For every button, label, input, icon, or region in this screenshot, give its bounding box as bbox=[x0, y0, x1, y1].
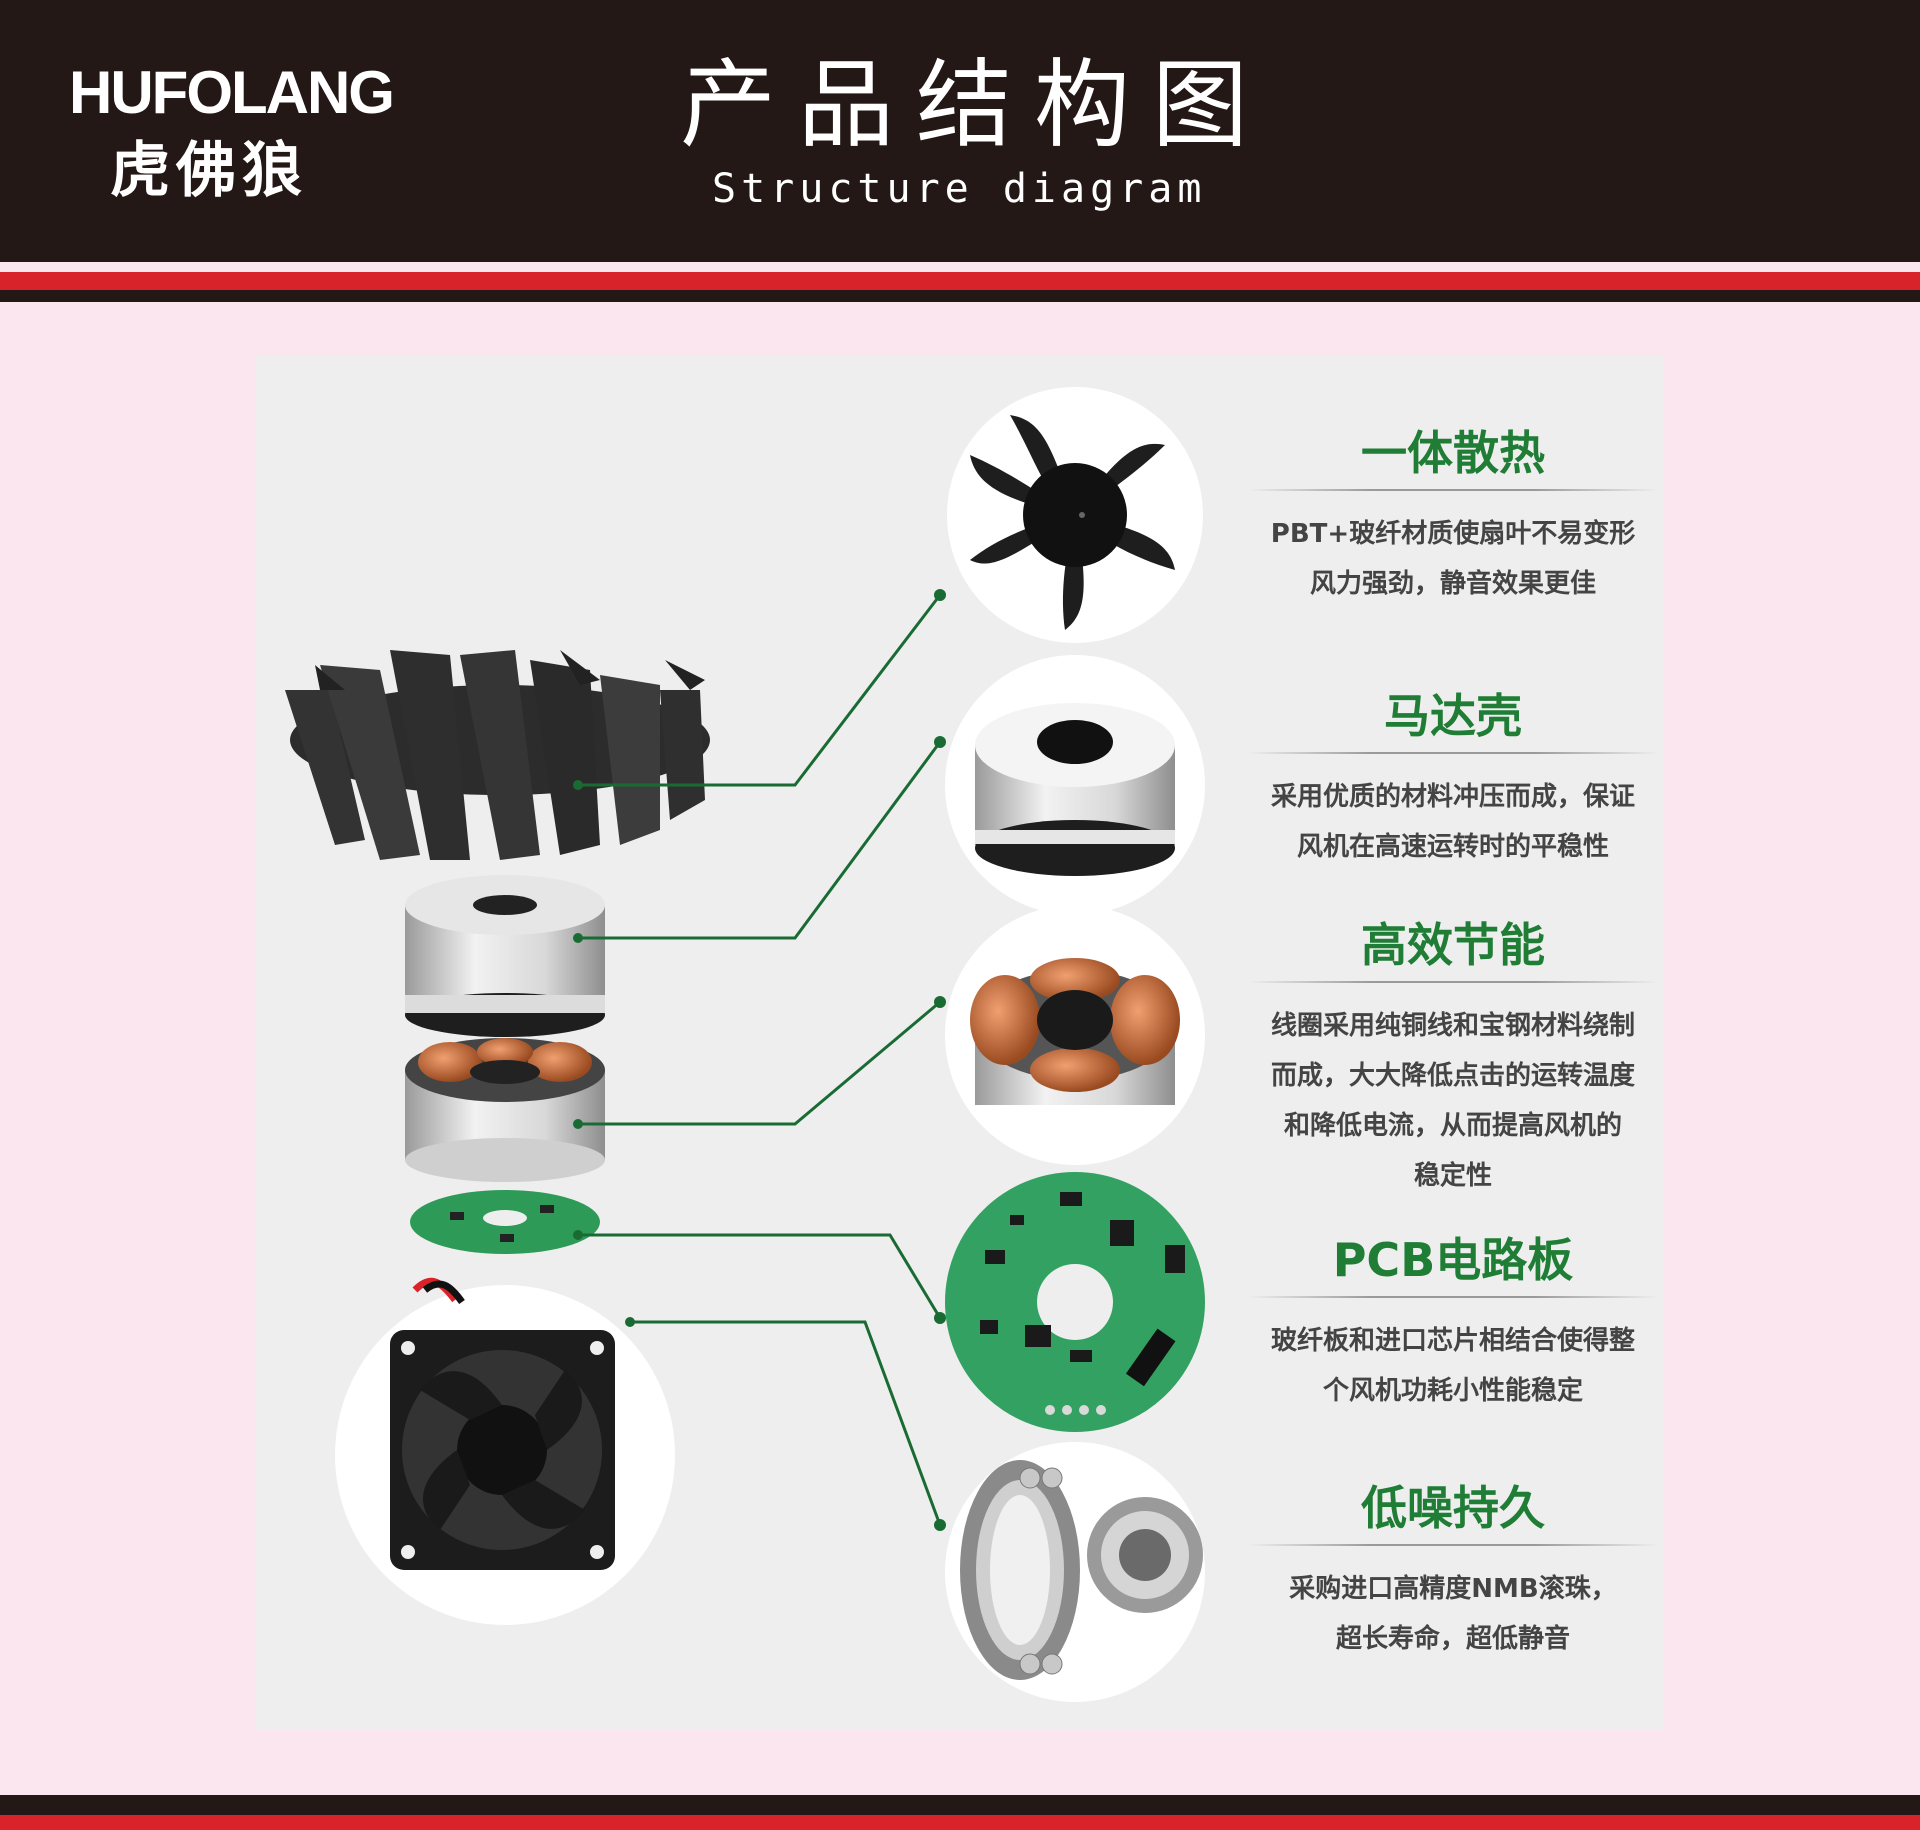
feature-title: PCB电路板 bbox=[1332, 1233, 1574, 1287]
exploded-pcb bbox=[410, 1190, 600, 1254]
feature-title: 马达壳 bbox=[1384, 689, 1522, 743]
feature-desc-line: 采购进口高精度NMB滚珠， bbox=[1289, 1574, 1617, 1604]
exploded-impeller bbox=[285, 650, 710, 860]
feature-cooling: 一体散热 PBT+玻纤材质使扇叶不易变形 风力强劲，静音效果更佳 bbox=[1248, 425, 1658, 609]
feature-divider bbox=[1248, 1296, 1658, 1298]
feature-desc-line: 而成，大大降低点击的运转温度 bbox=[1270, 1061, 1635, 1091]
feature-desc-line: 稳定性 bbox=[1413, 1161, 1492, 1191]
feature-desc-line: 采用优质的材料冲压而成，保证 bbox=[1270, 782, 1635, 812]
feature-title: 低噪持久 bbox=[1361, 1481, 1545, 1535]
feature-desc-line: 风力强劲，静音效果更佳 bbox=[1309, 569, 1596, 599]
feature-desc-line: 超长寿命，超低静音 bbox=[1335, 1624, 1570, 1654]
feature-title: 高效节能 bbox=[1361, 918, 1545, 972]
thumb-ball-bearing bbox=[945, 1442, 1205, 1702]
feature-desc-line: 风机在高速运转时的平稳性 bbox=[1296, 832, 1609, 862]
footer-bar-red bbox=[0, 1815, 1920, 1830]
feature-low-noise: 低噪持久 采购进口高精度NMB滚珠， 超长寿命，超低静音 bbox=[1248, 1480, 1658, 1664]
feature-desc-line: 线圈采用纯铜线和宝钢材料绕制 bbox=[1270, 1011, 1635, 1041]
header-divider-white bbox=[0, 262, 1920, 272]
feature-desc-line: 和降低电流，从而提高风机的 bbox=[1283, 1111, 1622, 1141]
feature-desc-line: 个风机功耗小性能稳定 bbox=[1322, 1376, 1583, 1406]
connector-lines bbox=[578, 594, 942, 1526]
feature-title: 一体散热 bbox=[1361, 426, 1545, 480]
brand-logo-en: HUFOLANG bbox=[69, 59, 395, 126]
assembled-fan bbox=[335, 1277, 675, 1625]
thumb-fan-impeller bbox=[947, 387, 1203, 643]
feature-desc-line: PBT+玻纤材质使扇叶不易变形 bbox=[1270, 519, 1636, 549]
feature-divider bbox=[1248, 1544, 1658, 1546]
thumb-stator-coil bbox=[945, 905, 1205, 1165]
feature-desc-line: 玻纤板和进口芯片相结合使得整 bbox=[1270, 1326, 1635, 1356]
exploded-stator-coil bbox=[405, 1038, 605, 1182]
page-title: 产品结构图 bbox=[680, 49, 1270, 161]
thumb-motor-housing bbox=[945, 655, 1205, 915]
footer-bar-black bbox=[0, 1795, 1920, 1815]
feature-divider bbox=[1248, 752, 1658, 754]
brand-logo-cn: 虎佛狼 bbox=[110, 136, 308, 206]
connector-dots bbox=[573, 589, 946, 1531]
header-divider-black bbox=[0, 290, 1920, 302]
feature-motor-housing: 马达壳 采用优质的材料冲压而成，保证 风机在高速运转时的平稳性 bbox=[1248, 688, 1658, 872]
header-divider-red bbox=[0, 272, 1920, 290]
feature-energy-saving: 高效节能 线圈采用纯铜线和宝钢材料绕制 而成，大大降低点击的运转温度 和降低电流… bbox=[1248, 917, 1658, 1201]
thumb-pcb-board bbox=[945, 1172, 1205, 1432]
feature-pcb: PCB电路板 玻纤板和进口芯片相结合使得整 个风机功耗小性能稳定 bbox=[1248, 1232, 1658, 1416]
page-subtitle: Structure diagram bbox=[712, 166, 1207, 212]
exploded-motor-housing bbox=[405, 875, 605, 1037]
feature-divider bbox=[1248, 489, 1658, 491]
feature-divider bbox=[1248, 981, 1658, 983]
header-bar bbox=[0, 0, 1920, 262]
